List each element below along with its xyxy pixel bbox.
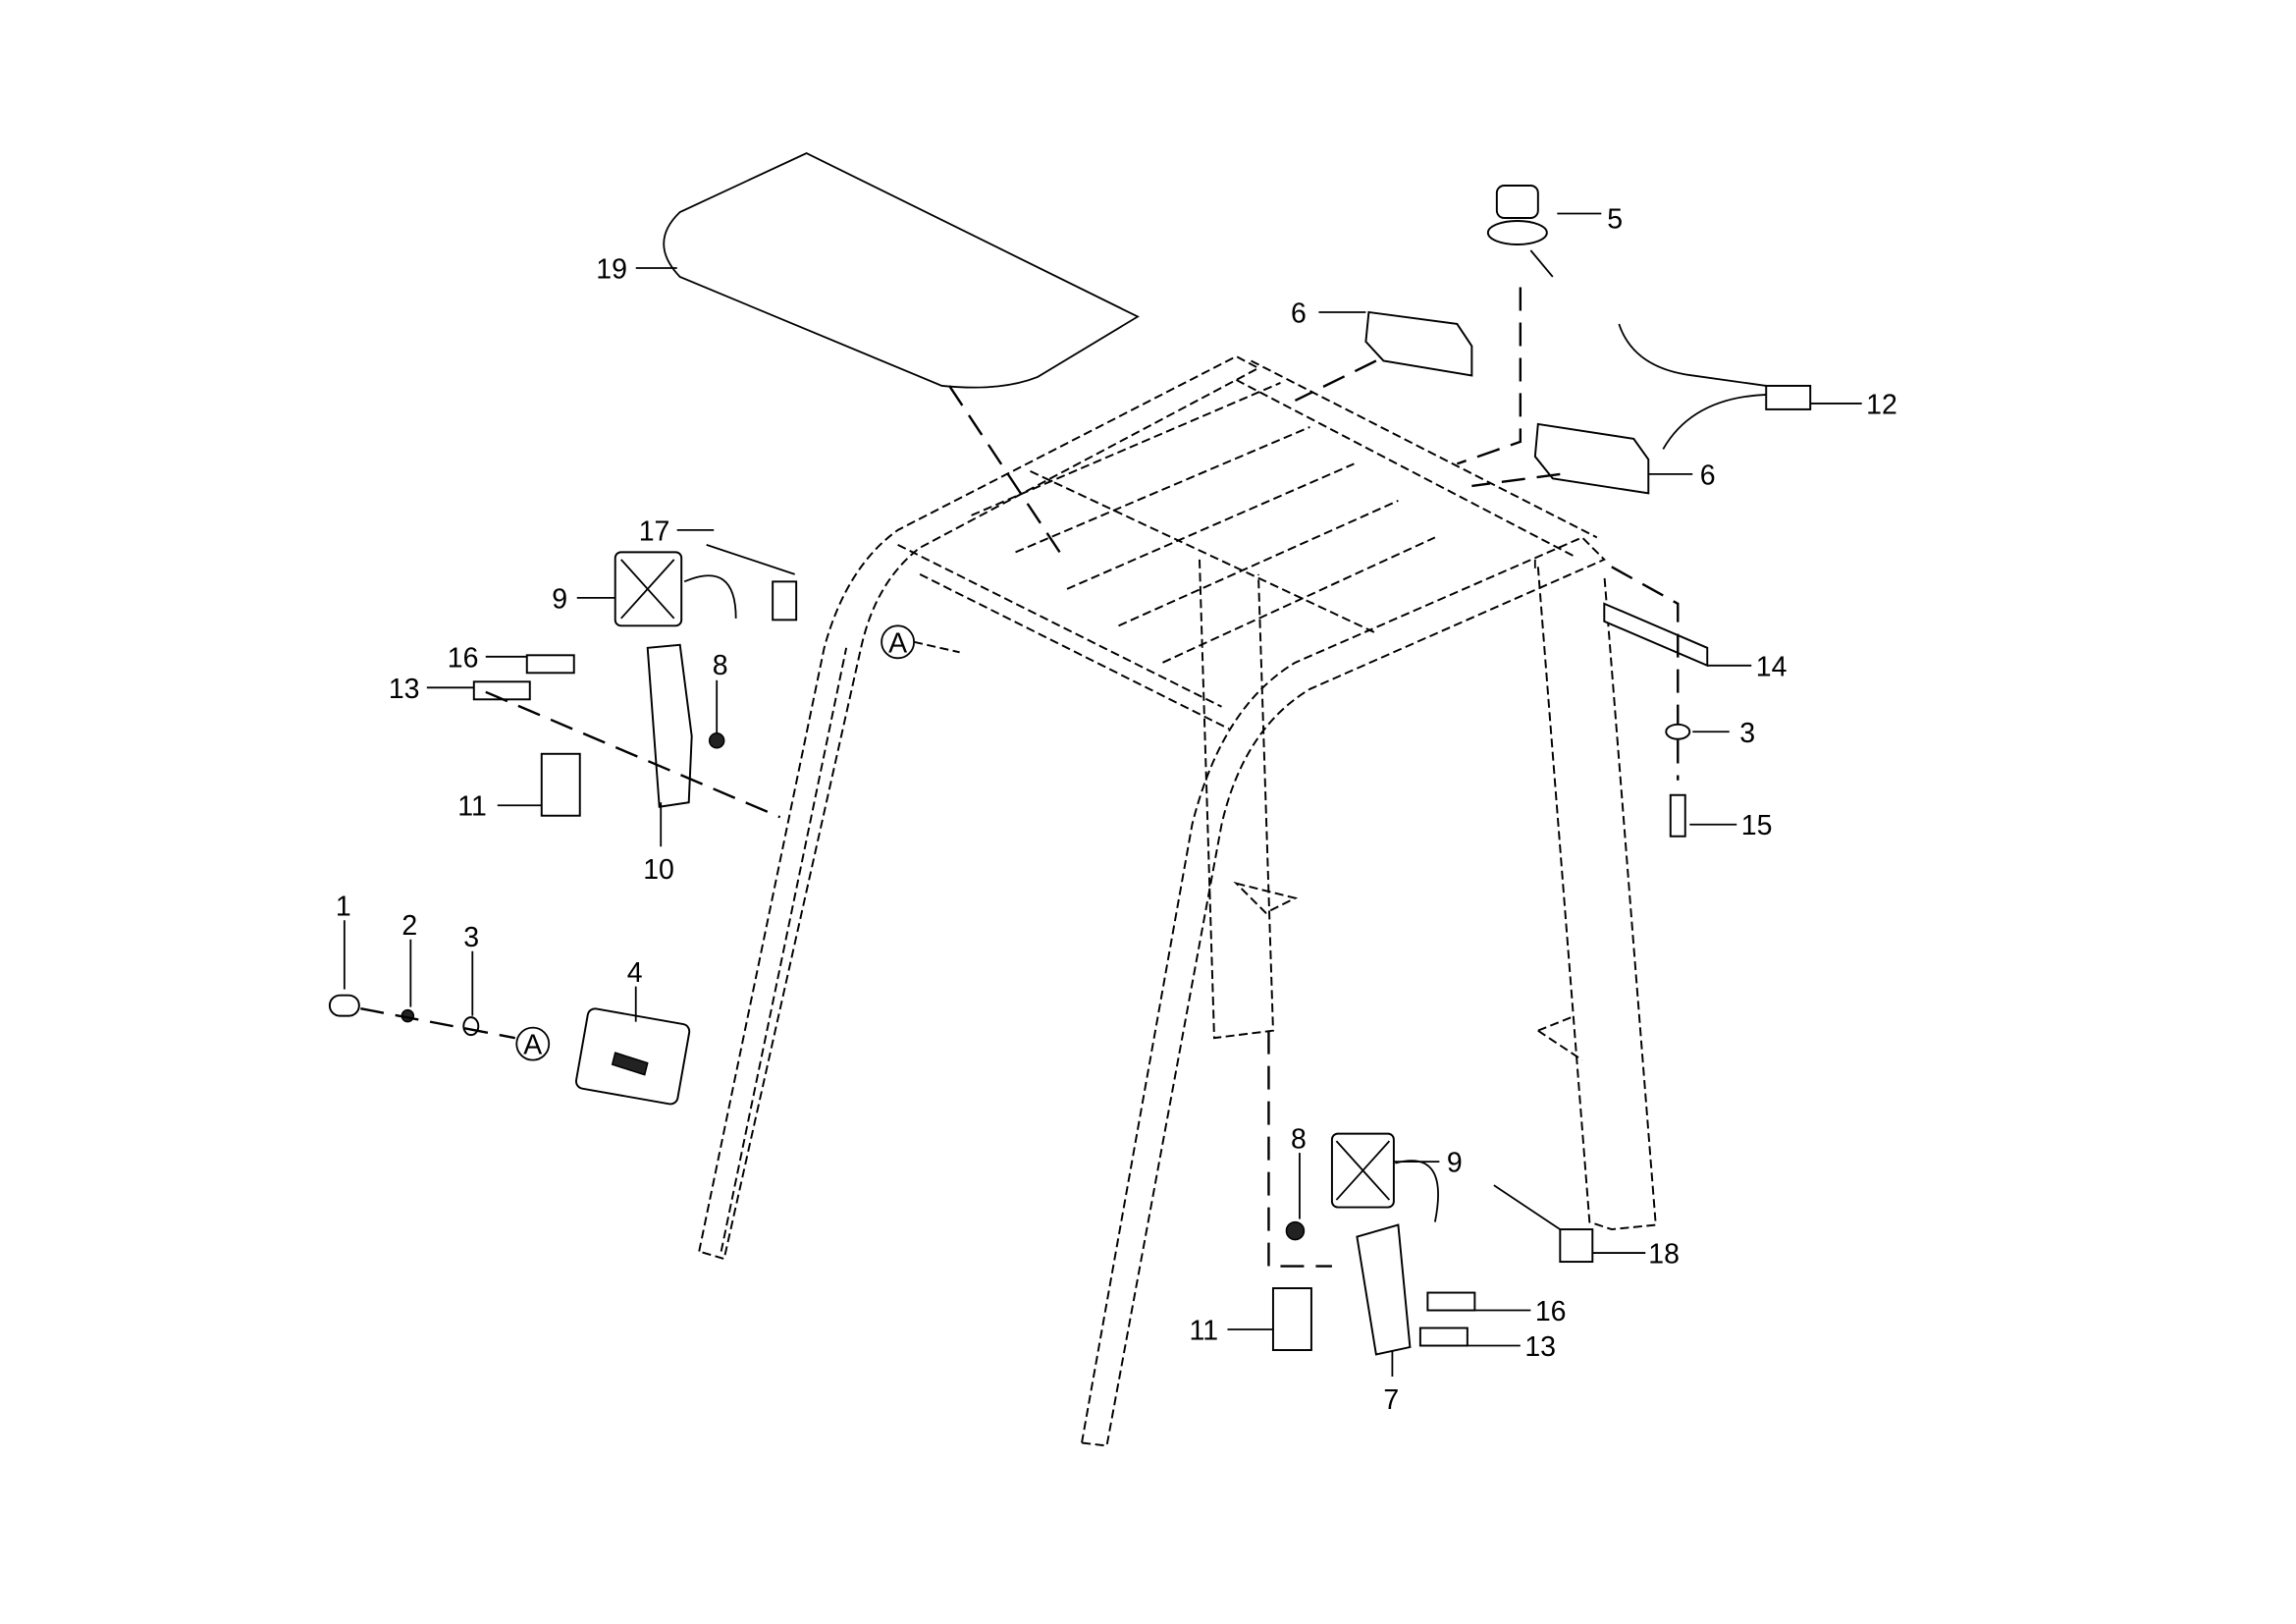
lamp-bracket-right [1356,1223,1412,1356]
svg-text:14: 14 [1756,651,1788,682]
beacon-light [1456,185,1554,465]
reference-marker-a: A [515,1026,551,1061]
wire-harness [1618,323,1767,450]
svg-text:5: 5 [1607,204,1623,236]
svg-text:8: 8 [1291,1124,1307,1156]
svg-text:8: 8 [713,650,728,681]
lamp-bracket-left [646,643,693,808]
cab-frame [698,354,1657,1447]
svg-text:6: 6 [1291,298,1307,329]
block-left [540,752,581,817]
svg-text:A: A [523,1030,542,1061]
svg-text:1: 1 [336,892,351,923]
svg-text:7: 7 [1383,1384,1399,1416]
svg-text:11: 11 [1189,1316,1218,1347]
svg-text:4: 4 [627,957,643,989]
svg-text:15: 15 [1741,810,1773,841]
svg-text:17: 17 [639,515,670,547]
mounting-bracket [1603,602,1709,668]
svg-text:3: 3 [1739,718,1755,749]
svg-text:11: 11 [457,791,487,823]
light-bar-upper [1364,310,1473,377]
roof-panel [663,152,1140,389]
svg-text:3: 3 [463,922,479,953]
svg-text:13: 13 [1524,1331,1556,1363]
svg-text:9: 9 [552,583,567,615]
svg-text:A: A [888,627,907,659]
light-bar-lower [1533,422,1650,495]
part-number-labels: 19 5 6 6 12 14 3 15 17 9 16 8 13 11 10 1… [336,204,1897,1416]
block-right [1271,1287,1312,1351]
svg-text:16: 16 [448,642,479,674]
callouts [343,212,1862,1378]
svg-text:6: 6 [1700,460,1716,491]
svg-text:2: 2 [401,910,417,942]
reference-marker-a: A [881,624,960,659]
svg-text:16: 16 [1535,1296,1567,1327]
svg-text:19: 19 [596,253,627,285]
svg-text:13: 13 [389,674,420,705]
svg-text:9: 9 [1447,1148,1463,1179]
svg-text:10: 10 [643,854,674,886]
svg-text:12: 12 [1866,389,1897,420]
rear-light [574,1007,691,1106]
svg-text:18: 18 [1648,1239,1680,1271]
